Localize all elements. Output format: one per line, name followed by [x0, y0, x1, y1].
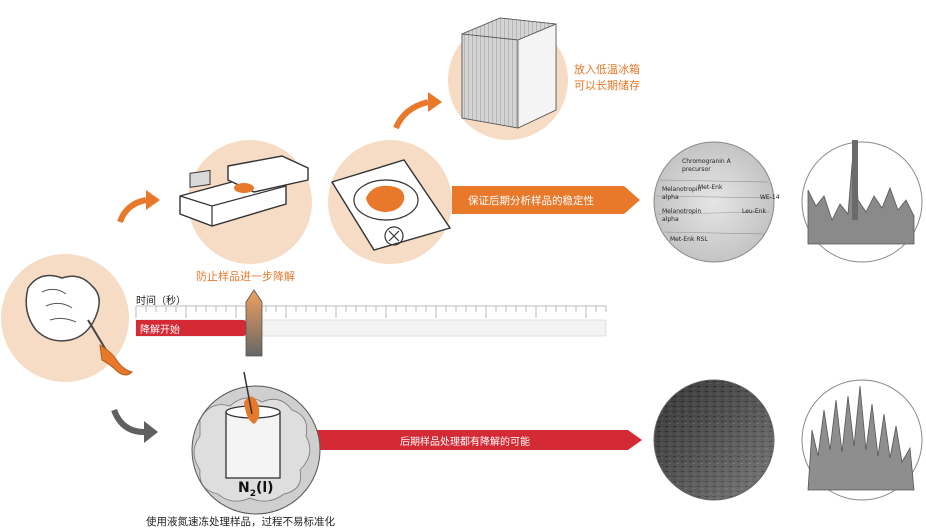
gel-label-chromogranin: Chromogranin A precursor — [682, 158, 731, 173]
arrow-to-freezer — [393, 99, 429, 130]
n2-symbol: N — [238, 480, 250, 496]
gel-image-bottom — [653, 379, 775, 501]
gel-label-we14: WE-14 — [760, 194, 780, 201]
peak-plot-top — [801, 139, 923, 263]
n2-subscript: 2 — [249, 488, 256, 499]
degradation-start-label: 降解开始 — [140, 325, 180, 336]
time-axis-label: 时间（秒） — [136, 296, 186, 307]
later-degradation-arrow — [302, 430, 642, 450]
prevent-degradation-label: 防止样品进一步降解 — [196, 270, 295, 283]
gel-label-melanotropin-2: Melanotropin alpha — [662, 208, 702, 223]
sample-plate-circle — [328, 140, 452, 264]
n2-label: N2(l) — [238, 480, 274, 499]
freezer-rack-circle — [448, 17, 568, 140]
arrow-to-balance — [117, 197, 147, 224]
peak-plot-bottom — [801, 379, 923, 501]
gel-image-top — [653, 141, 775, 263]
liquid-nitrogen-caption: 使用液氮速冻处理样品，过程不易标准化 — [146, 516, 335, 528]
hand-with-sample-circle — [1, 254, 133, 382]
freezer-label: 放入低温冰箱 可以长期储存 — [574, 63, 640, 92]
liquid-nitrogen-circle — [191, 371, 321, 515]
stabilizer-device-circle — [179, 140, 312, 264]
gel-label-met-enk: Met-Enk — [698, 184, 723, 191]
gel-label-leu-enk: Leu-Enk — [742, 208, 766, 215]
gel-label-melanotropin-1: Melanotropin alpha — [662, 186, 702, 201]
degradation-start-bar — [136, 320, 254, 336]
n2-state: (l) — [255, 480, 274, 496]
time-marker — [245, 289, 263, 357]
later-degradation-label: 后期样品处理都有降解的可能 — [400, 437, 530, 448]
arrow-to-liquid-nitrogen — [111, 408, 145, 435]
stability-arrow — [452, 186, 640, 214]
gel-label-met-enk-rsl: Met-Enk RSL — [670, 236, 708, 243]
stability-arrow-label: 保证后期分析样品的稳定性 — [468, 195, 594, 207]
